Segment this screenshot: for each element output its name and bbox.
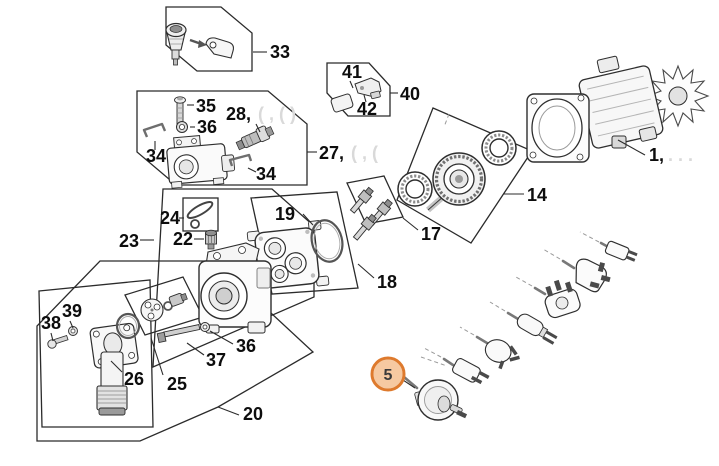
part-label-19: 19 [275, 204, 295, 224]
part-label-18: 18 [377, 272, 397, 292]
part-28-valve-art [235, 125, 275, 151]
part-label-34-left: 34 [146, 146, 166, 166]
leader-42 [363, 94, 367, 103]
callout-box-17 [346, 175, 404, 225]
part-23-crankcase-art [198, 242, 272, 334]
part-label-14: 14 [527, 185, 547, 205]
part-36-top-nut-art [176, 121, 188, 133]
part-label-42: 42 [357, 99, 377, 119]
part-34-left-clip-art [142, 122, 167, 138]
part-39-nut-art [68, 326, 78, 336]
part-label-36-bottom: 36 [236, 336, 256, 356]
part-41-42-brackets-art [330, 77, 382, 113]
plug-uk [561, 258, 611, 293]
part-label-28-ghost: ( , ( ) [258, 104, 296, 124]
part-label-28: 28, [226, 104, 251, 124]
callout-box-27 [136, 90, 308, 186]
leader-dash-plug-uk [542, 248, 561, 260]
part-34-right-clip-art [228, 153, 253, 167]
part-18-oring-art [310, 219, 344, 263]
part-label-26: 26 [124, 369, 144, 389]
leader-34-right [247, 167, 257, 173]
part-27-pump-art [166, 135, 236, 189]
callout-box-26-inner [38, 279, 154, 428]
power-plugs-art [402, 240, 638, 421]
part-22-plug-art [205, 229, 217, 250]
part-33-art [165, 22, 234, 66]
part-label-40: 40 [400, 84, 420, 104]
leader-dash-plug-us [420, 356, 448, 367]
leader-20 [217, 406, 240, 416]
plug-eu-schuko [402, 375, 468, 421]
part-label-5[interactable]: 5 [384, 367, 393, 384]
part-label-39: 39 [62, 301, 82, 321]
part-label-25: 25 [167, 374, 187, 394]
part-label-20: 20 [243, 404, 263, 424]
leader-5 [402, 379, 416, 389]
part-5-hotspot[interactable]: 5 [370, 356, 406, 392]
leader-37 [186, 342, 205, 356]
plug-2pin-small [599, 240, 638, 262]
part-label-34-right: 34 [256, 164, 276, 184]
leader-dash-plug-us2 [423, 347, 442, 358]
part-36-bottom-washer-art [200, 322, 210, 332]
part-label-27: 27, [319, 143, 344, 163]
leader-28 [255, 123, 261, 133]
leader-41 [349, 80, 354, 89]
part-label-24: 24 [160, 208, 180, 228]
part-25-valveplate-art [115, 292, 188, 340]
part-label-41: 41 [342, 62, 362, 82]
leader-1 [617, 139, 646, 156]
leader-26 [110, 360, 123, 373]
part-1-motor-art [526, 55, 710, 163]
plug-au [475, 335, 520, 370]
part-38-screw-art [47, 334, 69, 349]
part-label-27-ghost: ( , ( [351, 143, 378, 163]
leader-36-bottom [209, 330, 234, 345]
part-label-35: 35 [196, 96, 216, 116]
callout-box-40 [326, 62, 391, 117]
part-label-33: 33 [270, 42, 290, 62]
part-35-bolt-art [174, 96, 186, 126]
callout-box-33 [165, 6, 253, 72]
part-17-pistons-art [349, 186, 393, 241]
hotspot-fill[interactable] [373, 359, 403, 389]
part-label-22: 22 [173, 229, 193, 249]
part-26-valve-art [89, 322, 139, 416]
part-label-1-ghost: . . . [668, 145, 693, 165]
leader-17 [402, 217, 419, 231]
plug-eu-2pin [506, 311, 558, 345]
part-label-23: 23 [119, 231, 139, 251]
callout-box-24 [182, 197, 219, 232]
plug-us [442, 357, 490, 385]
part-37-bolt-art [156, 324, 201, 344]
leader-38 [50, 332, 54, 342]
leader-dash-plug-eu2 [489, 301, 506, 312]
leader-39 [69, 320, 74, 329]
leader-dash-plug-au [459, 326, 475, 336]
hotspot-ring[interactable] [370, 356, 406, 392]
part-24-gasket-art [186, 201, 214, 229]
part-label-37: 37 [206, 350, 226, 370]
leader-18 [357, 263, 375, 279]
leader-dash-plug-3pin [515, 276, 533, 287]
part-label-38: 38 [41, 313, 61, 333]
part-14-bearing-art [397, 130, 517, 213]
part-label-1: 1, [649, 145, 664, 165]
part-label-17: 17 [421, 224, 441, 244]
plug-3pin-round [533, 279, 581, 319]
leader-dash-14 [443, 113, 450, 128]
leader-dash-plug-small [579, 231, 600, 243]
leader-25 [150, 337, 164, 376]
leader-19 [302, 213, 314, 226]
part-label-36-top: 36 [197, 117, 217, 137]
